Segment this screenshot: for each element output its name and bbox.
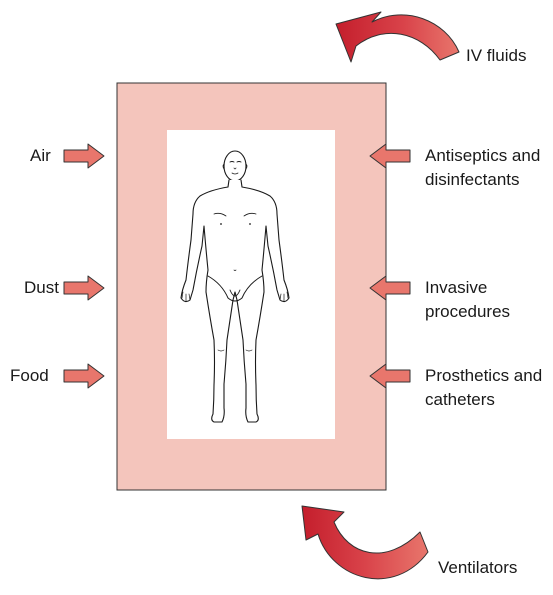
prosthetics-label-line1: Prosthetics and (425, 364, 542, 388)
air-label: Air (30, 144, 51, 168)
ventilators-label: Ventilators (438, 556, 517, 580)
prosthetics-label-line2: catheters (425, 388, 495, 412)
antiseptics-label-line1: Antiseptics and (425, 144, 540, 168)
invasive-label-line1: Invasive (425, 276, 487, 300)
right-arrow-icon (64, 364, 104, 388)
right-arrow-icon (64, 276, 104, 300)
iv-fluids-label: IV fluids (466, 44, 526, 68)
antiseptics-label-line2: disinfectants (425, 168, 520, 192)
right-arrow-icon (64, 144, 104, 168)
food-label: Food (10, 364, 49, 388)
iv-fluids-curved-arrow-icon (336, 12, 459, 62)
left-arrows (64, 144, 104, 388)
dust-label: Dust (24, 276, 59, 300)
invasive-label-line2: procedures (425, 300, 510, 324)
ventilators-curved-arrow-icon (302, 506, 428, 579)
